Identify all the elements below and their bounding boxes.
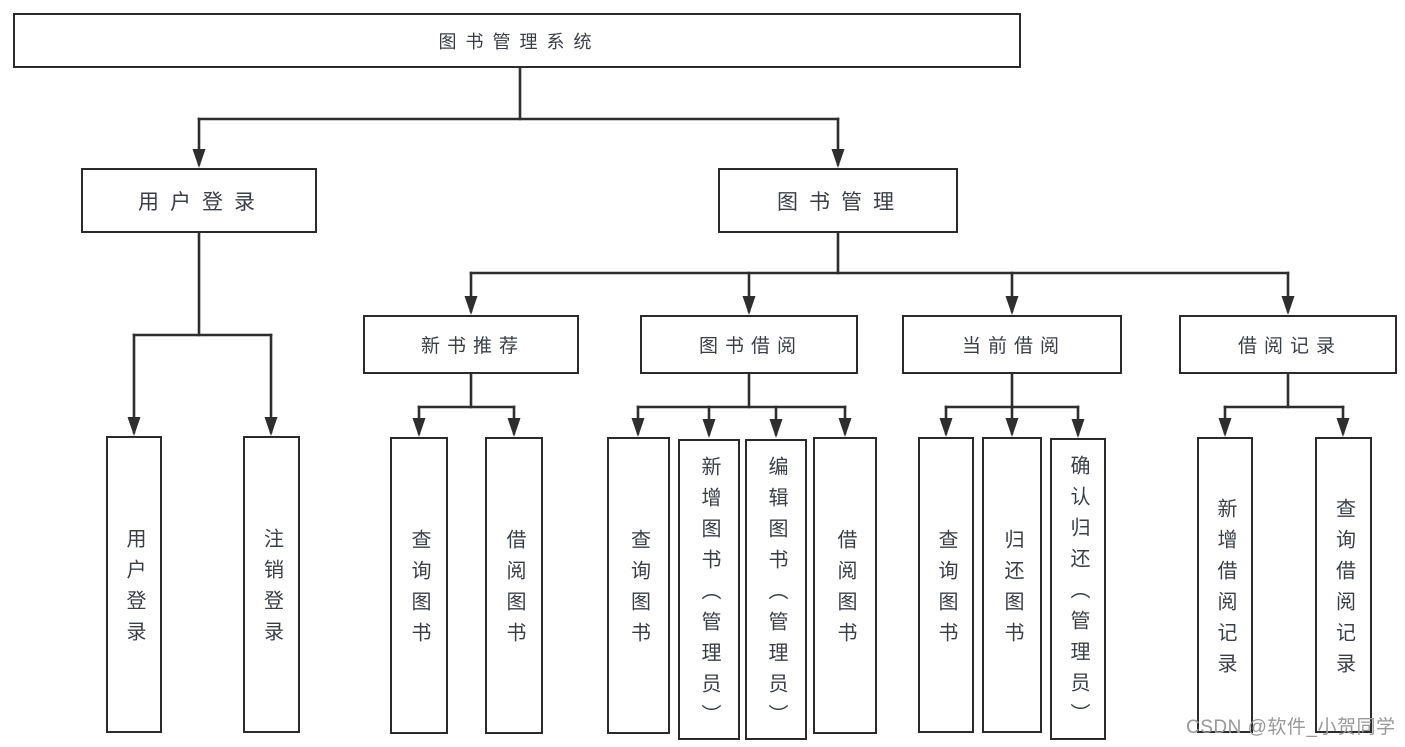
leaf-confirm-return-admin: 确认归还（管理员） <box>1050 438 1106 740</box>
node-label: 借阅记录 <box>1237 336 1342 357</box>
node-current-borrow: 当前借阅 <box>902 315 1122 374</box>
node-label: 图书借阅 <box>698 336 803 357</box>
leaf-query-borrow-record: 查询借阅记录 <box>1315 437 1372 733</box>
leaf-label: 编辑图书（管理员） <box>765 455 787 735</box>
leaf-label: 归还图书 <box>1001 528 1023 653</box>
leaf-logout: 注销登录 <box>243 436 300 733</box>
node-new-book-recommend: 新书推荐 <box>363 315 579 374</box>
leaf-edit-book-admin: 编辑图书（管理员） <box>745 439 807 740</box>
leaf-label: 借阅图书 <box>834 529 856 653</box>
leaf-query-books-borrow: 查询图书 <box>607 437 670 734</box>
node-label: 图书管理系统 <box>438 31 601 52</box>
leaf-label: 查询借阅记录 <box>1332 497 1355 684</box>
leaf-add-book-admin: 新增图书（管理员） <box>678 439 740 740</box>
leaf-label: 用户登录 <box>123 528 145 652</box>
node-label: 图书管理 <box>777 190 905 214</box>
node-user-login: 用户登录 <box>81 168 317 233</box>
node-label: 新书推荐 <box>420 336 525 357</box>
leaf-return-book: 归还图书 <box>982 437 1042 733</box>
leaf-label: 查询图书 <box>627 529 650 653</box>
leaf-label: 注销登录 <box>260 528 283 652</box>
leaf-borrow-books: 借阅图书 <box>813 437 877 734</box>
node-label: 用户登录 <box>138 190 266 214</box>
leaf-label: 查询图书 <box>935 528 957 653</box>
leaf-query-books-recommend: 查询图书 <box>390 437 448 734</box>
leaf-query-books-current: 查询图书 <box>918 437 974 733</box>
leaf-label: 新增图书（管理员） <box>698 455 720 735</box>
node-book-borrow: 图书借阅 <box>640 315 858 374</box>
node-borrow-records: 借阅记录 <box>1179 315 1397 374</box>
leaf-label: 借阅图书 <box>503 529 525 653</box>
node-library-management-system: 图书管理系统 <box>13 13 1021 68</box>
csdn-watermark: CSDN @软件_小贺同学 <box>1186 717 1396 738</box>
leaf-label: 新增借阅记录 <box>1214 497 1236 684</box>
leaf-label: 确认归还（管理员） <box>1067 455 1089 734</box>
leaf-borrow-books-recommend: 借阅图书 <box>485 437 543 734</box>
leaf-label: 查询图书 <box>408 529 430 653</box>
node-label: 当前借阅 <box>961 336 1066 357</box>
leaf-user-login: 用户登录 <box>106 436 162 733</box>
node-book-management: 图书管理 <box>718 168 958 233</box>
leaf-add-borrow-record: 新增借阅记录 <box>1197 437 1253 733</box>
